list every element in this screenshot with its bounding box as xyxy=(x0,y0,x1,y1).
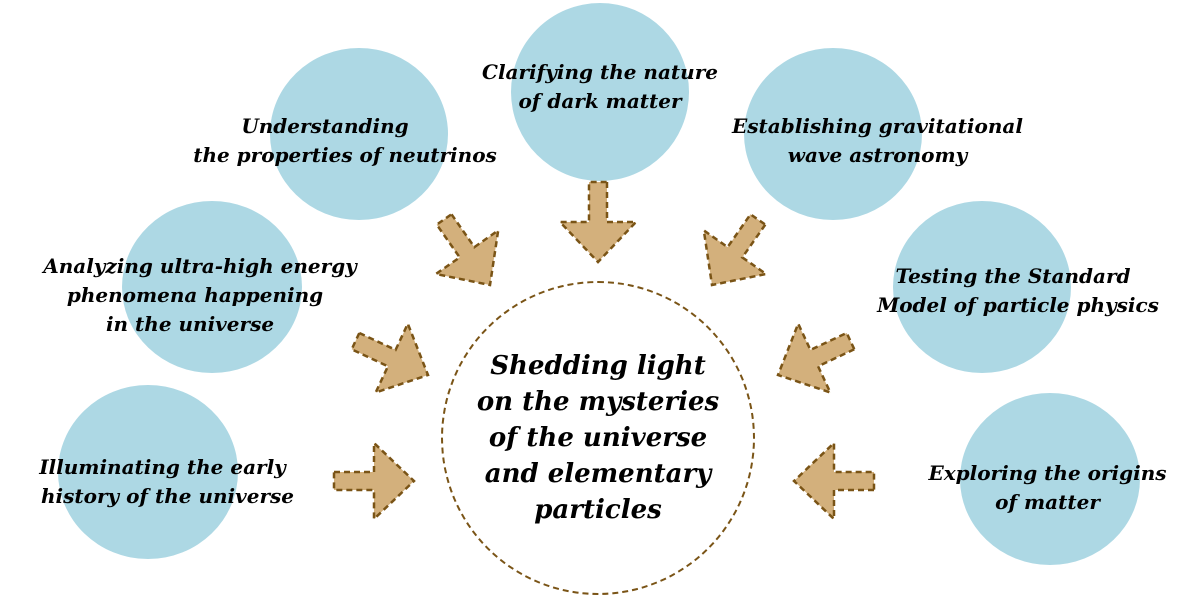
label-line: phenomena happening xyxy=(66,283,324,307)
center-title-line: on the mysteries xyxy=(476,387,720,417)
arrow-gravitational-wave xyxy=(702,212,770,287)
bubble-ultra-high-energy xyxy=(122,201,302,373)
center-title: Shedding light on the mysteries of the u… xyxy=(441,348,755,528)
label-line: wave astronomy xyxy=(787,143,968,167)
center-title-line: particles xyxy=(534,495,662,525)
bubble-early-history xyxy=(58,385,238,559)
arrow-dark-matter xyxy=(557,180,639,264)
label-line: the properties of neutrinos xyxy=(193,143,497,167)
label-line: Model of particle physics xyxy=(877,293,1159,317)
label-neutrinos: Understanding the properties of neutrino… xyxy=(150,112,540,170)
arrow-standard-model xyxy=(776,320,856,395)
label-line: Testing the Standard xyxy=(895,264,1131,288)
label-line: Clarifying the nature xyxy=(482,60,718,84)
label-line: of dark matter xyxy=(518,89,682,113)
bubble-origins-of-matter xyxy=(960,393,1140,565)
bubble-gravitational-wave xyxy=(744,48,922,220)
label-line: of matter xyxy=(995,490,1100,514)
center-title-line: of the universe xyxy=(488,423,708,453)
label-gravitational-wave: Establishing gravitational wave astronom… xyxy=(685,112,1070,170)
label-origins-of-matter: Exploring the origins of matter xyxy=(895,459,1200,517)
arrow-ultra-high-energy xyxy=(350,320,430,395)
center-title-line: Shedding light xyxy=(490,351,706,381)
label-line: Understanding xyxy=(241,114,409,138)
label-line: Analyzing ultra-high energy xyxy=(43,254,357,278)
label-early-history: Illuminating the early history of the un… xyxy=(5,453,330,511)
label-ultra-high-energy: Analyzing ultra-high energy phenomena ha… xyxy=(5,252,395,339)
label-dark-matter: Clarifying the nature of dark matter xyxy=(450,58,750,116)
label-line: history of the universe xyxy=(40,484,295,508)
bubble-standard-model xyxy=(893,201,1071,373)
label-line: Establishing gravitational xyxy=(732,114,1023,138)
label-standard-model: Testing the Standard Model of particle p… xyxy=(838,262,1198,320)
label-line: Exploring the origins xyxy=(928,461,1167,485)
arrow-neutrinos xyxy=(432,212,500,287)
bubble-dark-matter xyxy=(511,3,689,181)
label-line: Illuminating the early xyxy=(39,455,286,479)
bubble-neutrinos xyxy=(270,48,448,220)
label-line: in the universe xyxy=(105,312,275,336)
center-title-line: and elementary xyxy=(484,459,712,489)
center-circle xyxy=(441,281,755,595)
arrow-origins-of-matter xyxy=(792,440,876,522)
arrow-early-history xyxy=(332,440,416,522)
